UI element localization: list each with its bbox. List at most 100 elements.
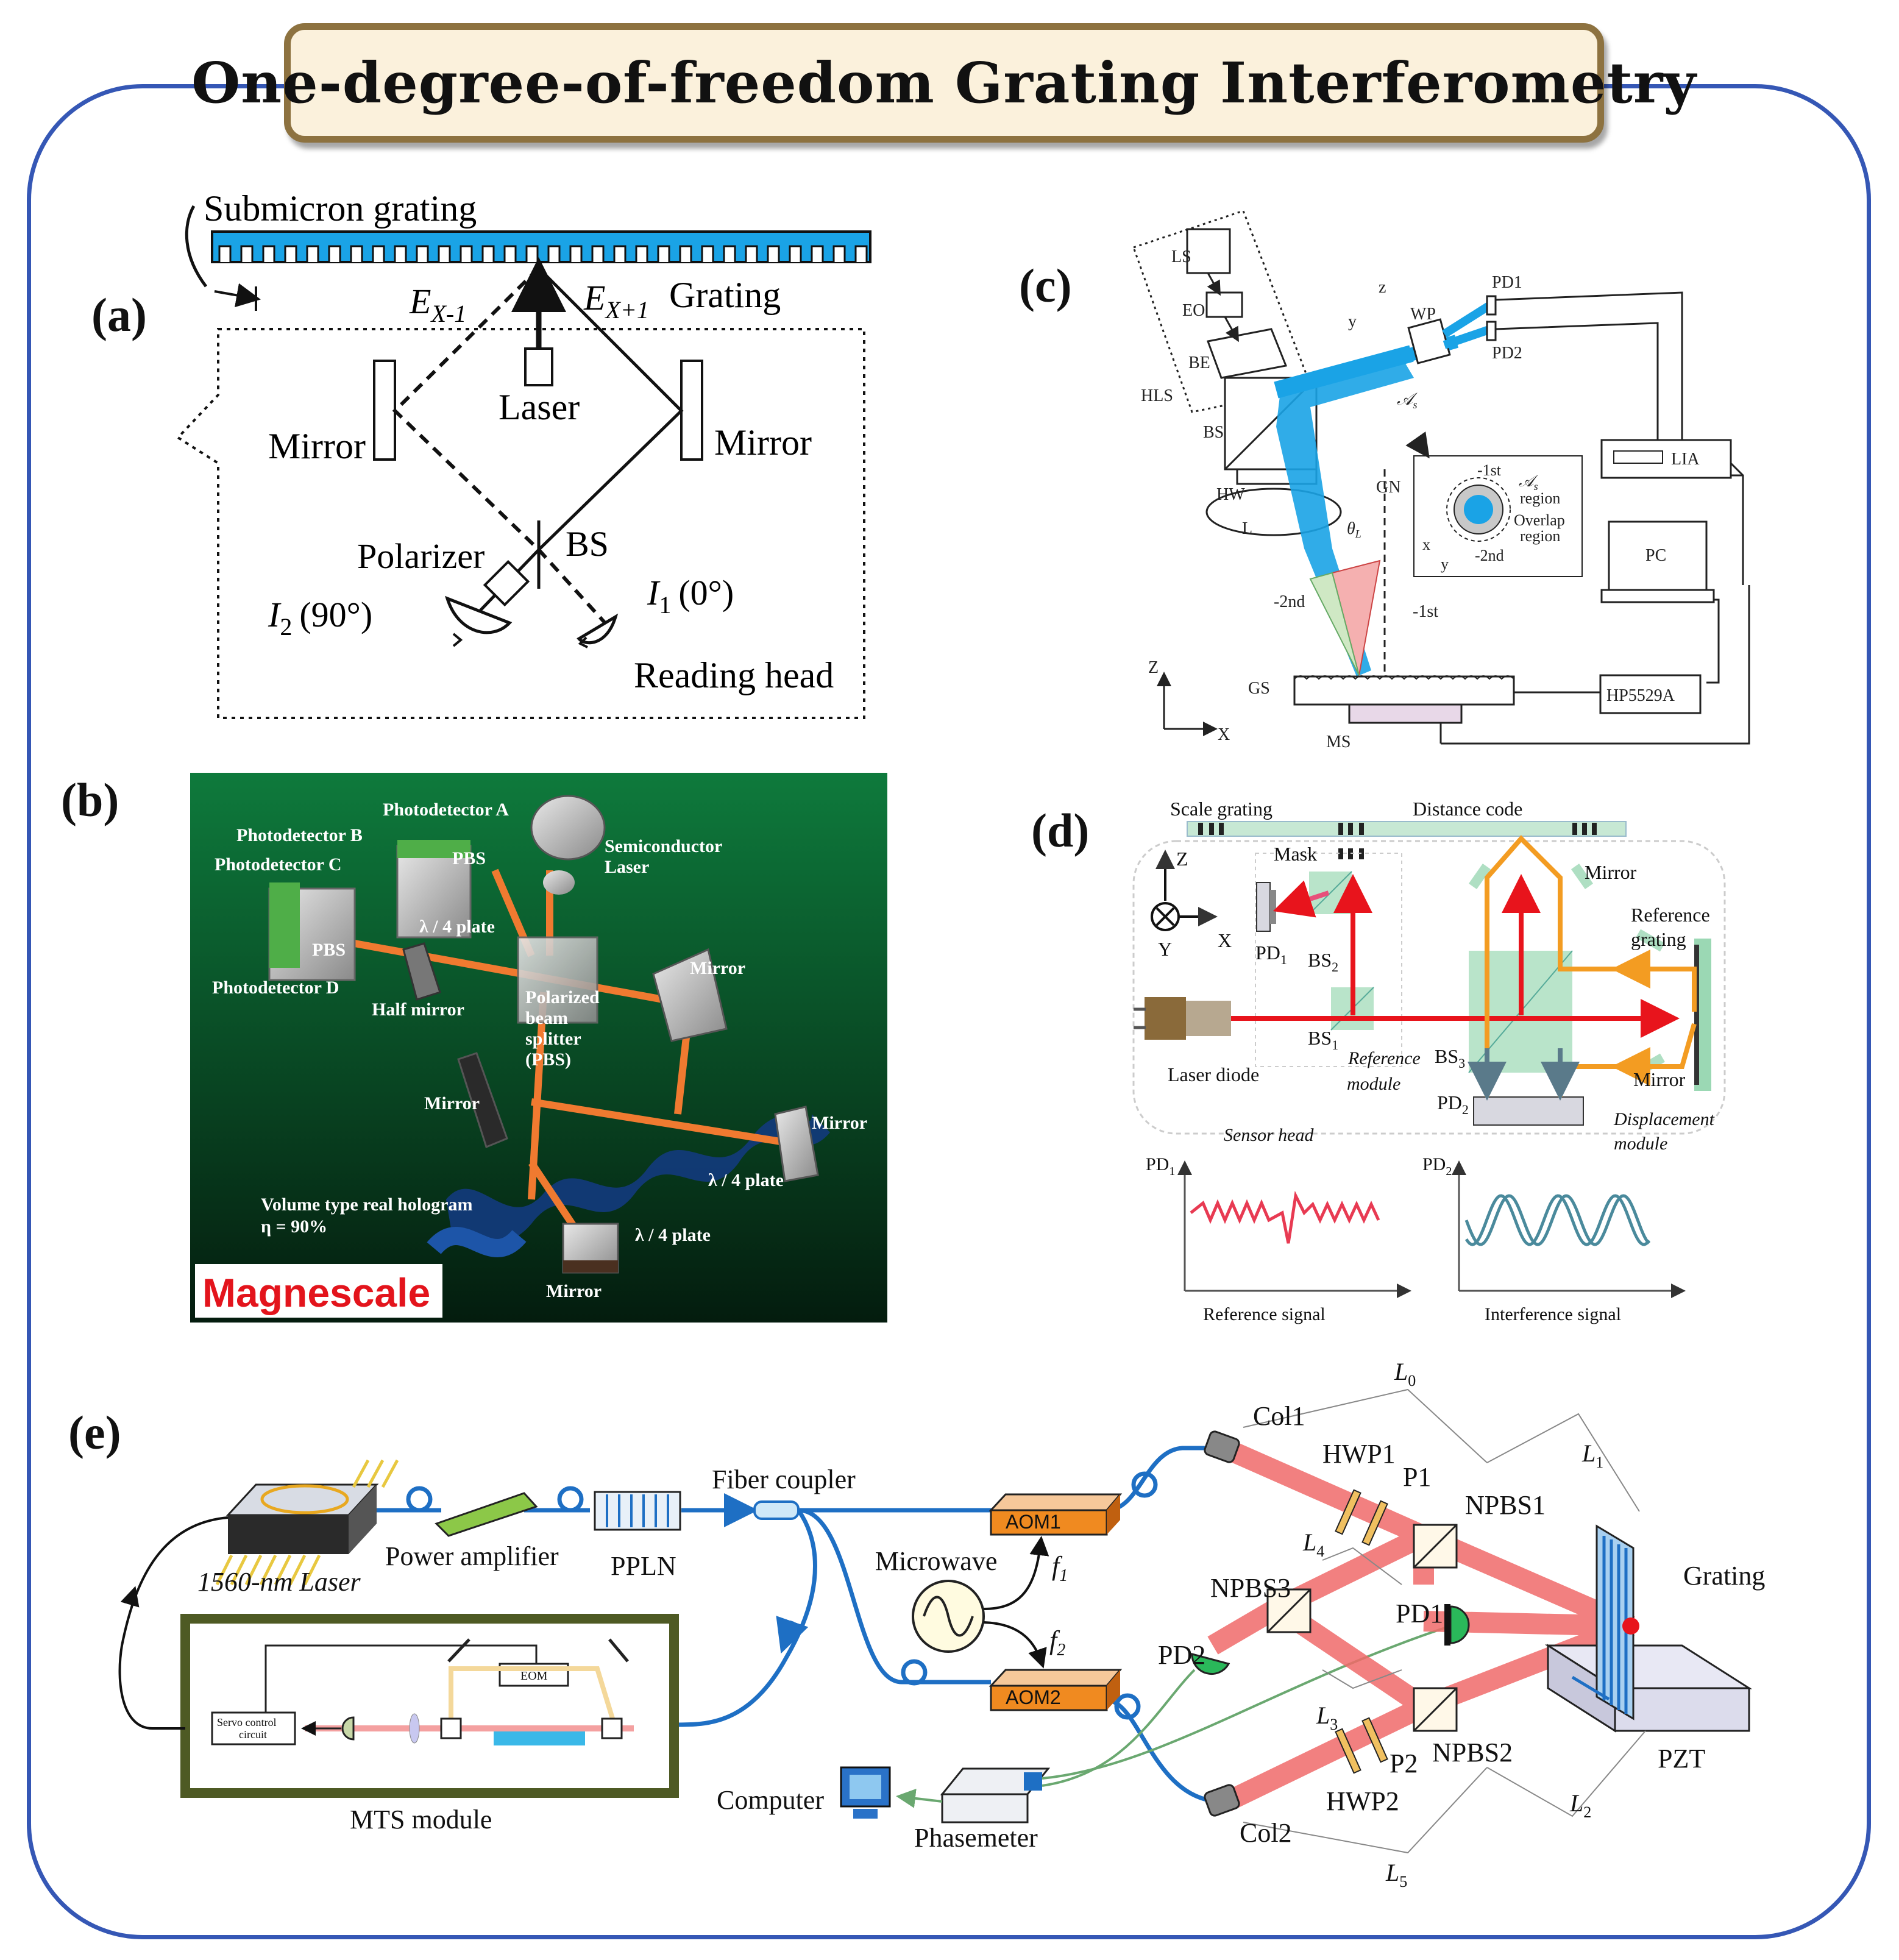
phasemeter-connector bbox=[1024, 1772, 1042, 1791]
mirror-right-upper bbox=[652, 948, 728, 1042]
brand-logo: Magnescale bbox=[202, 1270, 430, 1315]
pd1-detector bbox=[1449, 1605, 1470, 1644]
feedback-arrow bbox=[120, 1586, 140, 1608]
laser-source bbox=[524, 347, 553, 386]
sensor-head-label: Sensor head bbox=[1224, 1125, 1314, 1145]
lia-display bbox=[1613, 450, 1663, 464]
f1-label: f1 bbox=[1052, 1551, 1068, 1585]
blue-beam bbox=[1276, 357, 1414, 676]
aom1-top bbox=[989, 1493, 1123, 1511]
inset-x-label: x bbox=[1422, 536, 1430, 553]
l1-label: L1 bbox=[1581, 1440, 1603, 1471]
p1-label: P1 bbox=[1403, 1462, 1431, 1492]
mts-module-box bbox=[180, 1614, 679, 1798]
eo-component bbox=[1205, 291, 1243, 318]
hwp2-label: HWP2 bbox=[1326, 1786, 1399, 1816]
mts-pump-beam bbox=[449, 1666, 618, 1730]
pd2-detector bbox=[1473, 1096, 1584, 1126]
servo-label-2: circuit bbox=[239, 1728, 267, 1741]
splitter-label: splitter bbox=[525, 1029, 581, 1049]
inset-overlap: Overlap bbox=[1514, 511, 1565, 529]
scale-grating-bar bbox=[1187, 821, 1627, 837]
panel-label-b: (b) bbox=[61, 773, 119, 826]
minus-second-cone bbox=[1309, 572, 1360, 676]
l0-label: L0 bbox=[1394, 1358, 1416, 1390]
pzt-motion-arrow bbox=[1571, 1675, 1610, 1701]
bs-label: BS bbox=[1203, 423, 1224, 442]
reading-head-box bbox=[176, 328, 865, 719]
laser-body bbox=[228, 1515, 349, 1554]
pc-label: PC bbox=[1645, 546, 1666, 565]
plot1-caption: Reference signal bbox=[1203, 1304, 1326, 1324]
aom1-body bbox=[990, 1509, 1108, 1536]
grating-profile bbox=[1294, 675, 1514, 680]
bs1-label: BS1 bbox=[1308, 1027, 1338, 1053]
ms-label: MS bbox=[1326, 733, 1351, 751]
inset-region-1: region bbox=[1520, 489, 1560, 507]
mirror-label-2: Mirror bbox=[424, 1093, 480, 1113]
computer-stand bbox=[853, 1809, 878, 1819]
collimating-lens bbox=[543, 870, 575, 895]
col2-collimator bbox=[1204, 1784, 1240, 1817]
reference-module-label-2: module bbox=[1347, 1074, 1400, 1094]
pd2-detector bbox=[1486, 321, 1497, 341]
pd2-label: PD2 bbox=[1158, 1640, 1205, 1670]
x-label: X bbox=[1218, 929, 1232, 951]
z-label: Z bbox=[1176, 848, 1188, 870]
mts-mirror-2 bbox=[608, 1638, 629, 1663]
wollaston-prism bbox=[1407, 318, 1451, 364]
grating-plate bbox=[1596, 1524, 1635, 1720]
aom2-top bbox=[989, 1669, 1123, 1687]
e-minus-label: EX-1 bbox=[409, 282, 466, 327]
path-length-brackets bbox=[1243, 1388, 1646, 1854]
col1-label: Col1 bbox=[1253, 1401, 1305, 1431]
grating-teeth bbox=[218, 245, 868, 262]
microwave-to-aom1 bbox=[983, 1536, 1049, 1610]
mirror-right-label: Mirror bbox=[714, 422, 812, 463]
pd2-signal-line bbox=[1042, 1669, 1196, 1787]
beam-spot bbox=[1622, 1617, 1639, 1635]
gs-label: GS bbox=[1248, 679, 1270, 698]
hw-label: HW bbox=[1216, 485, 1245, 504]
npbs-cubes bbox=[1266, 1524, 1458, 1732]
minus-2nd-label: -2nd bbox=[1274, 592, 1305, 611]
hologram bbox=[446, 1114, 830, 1241]
ls-eo-arrow bbox=[1207, 272, 1221, 296]
npbs2-label: NPBS2 bbox=[1432, 1738, 1513, 1767]
power-amplifier-label: Power amplifier bbox=[385, 1541, 559, 1571]
mirror-bottom-label: Mirror bbox=[1633, 1068, 1686, 1090]
reference-module-label-1: Reference bbox=[1347, 1048, 1421, 1068]
col1-collimator bbox=[1204, 1430, 1240, 1463]
hls-label: HLS bbox=[1141, 386, 1173, 405]
mirror-bottom-base bbox=[563, 1260, 618, 1273]
eta-label: η = 90% bbox=[261, 1216, 327, 1237]
grating-label: Grating bbox=[669, 275, 781, 315]
pd1-label: PD1 bbox=[1255, 942, 1287, 967]
photodetector-a bbox=[397, 840, 470, 858]
beam-minus-first-order bbox=[392, 266, 611, 630]
pd2-label: PD2 bbox=[1437, 1092, 1469, 1117]
plot1-ylabel: PD1 bbox=[1146, 1154, 1175, 1178]
fiber-coupler-label: Fiber coupler bbox=[712, 1465, 856, 1494]
minus-1st-label: -1st bbox=[1413, 602, 1438, 621]
ppln-label: PPLN bbox=[611, 1551, 676, 1581]
pbs-label-2: PBS bbox=[312, 940, 346, 960]
i2-label: I2(90°) bbox=[268, 595, 372, 641]
eo-be-arrow bbox=[1224, 316, 1239, 343]
beam-pd2 bbox=[1443, 325, 1493, 349]
inset-pointer bbox=[1405, 431, 1430, 459]
figure-title: One-degree-of-freedom Grating Interferom… bbox=[191, 50, 1697, 116]
beam-pd1 bbox=[1442, 301, 1493, 338]
detector-i2-lead bbox=[452, 633, 463, 647]
submicron-grating-bar bbox=[211, 230, 871, 263]
photodetector-d-label: Photodetector D bbox=[212, 978, 339, 998]
l3-label: L3 bbox=[1316, 1702, 1338, 1733]
bs3-label: BS3 bbox=[1435, 1045, 1465, 1071]
phasemeter-to-computer bbox=[896, 1788, 943, 1808]
motion-stage-ms bbox=[1348, 703, 1463, 724]
quarter-plate-label-1: λ / 4 plate bbox=[419, 917, 495, 937]
be-label: BE bbox=[1188, 353, 1210, 372]
inset-circle-as bbox=[1464, 495, 1493, 524]
